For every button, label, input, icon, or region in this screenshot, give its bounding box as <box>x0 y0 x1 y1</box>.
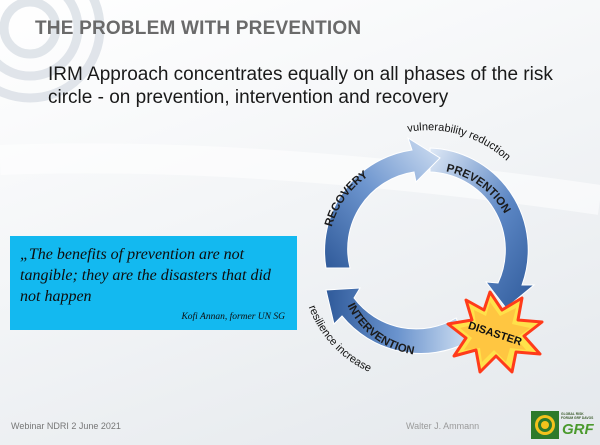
grf-logo: GLOBAL RISK FORUM GRF DAVOS GRF <box>531 410 594 440</box>
footer-author: Walter J. Ammann <box>406 421 480 431</box>
slide-title: THE PROBLEM WITH PREVENTION <box>35 18 362 39</box>
risk-cycle-diagram: DISASTER PREVENTION RECOVERY INTERVENTIO… <box>306 121 544 375</box>
quote-text: „The benefits of prevention are not tang… <box>20 246 271 305</box>
slide-subtitle: IRM Approach concentrates equally on all… <box>48 64 553 108</box>
footer-event: Webinar NDRI 2 June 2021 <box>11 421 121 431</box>
grf-emblem-icon <box>531 411 559 439</box>
quote-author: Kofi Annan, former UN SG <box>181 312 285 322</box>
logo-subtext: GLOBAL RISK FORUM GRF DAVOS <box>561 412 594 420</box>
prevention-arrow <box>429 147 536 309</box>
quote-box: „The benefits of prevention are not tang… <box>10 236 297 330</box>
logo-text: GRF <box>562 421 594 438</box>
recovery-arrow <box>324 136 441 269</box>
intervention-arrow <box>325 287 469 354</box>
